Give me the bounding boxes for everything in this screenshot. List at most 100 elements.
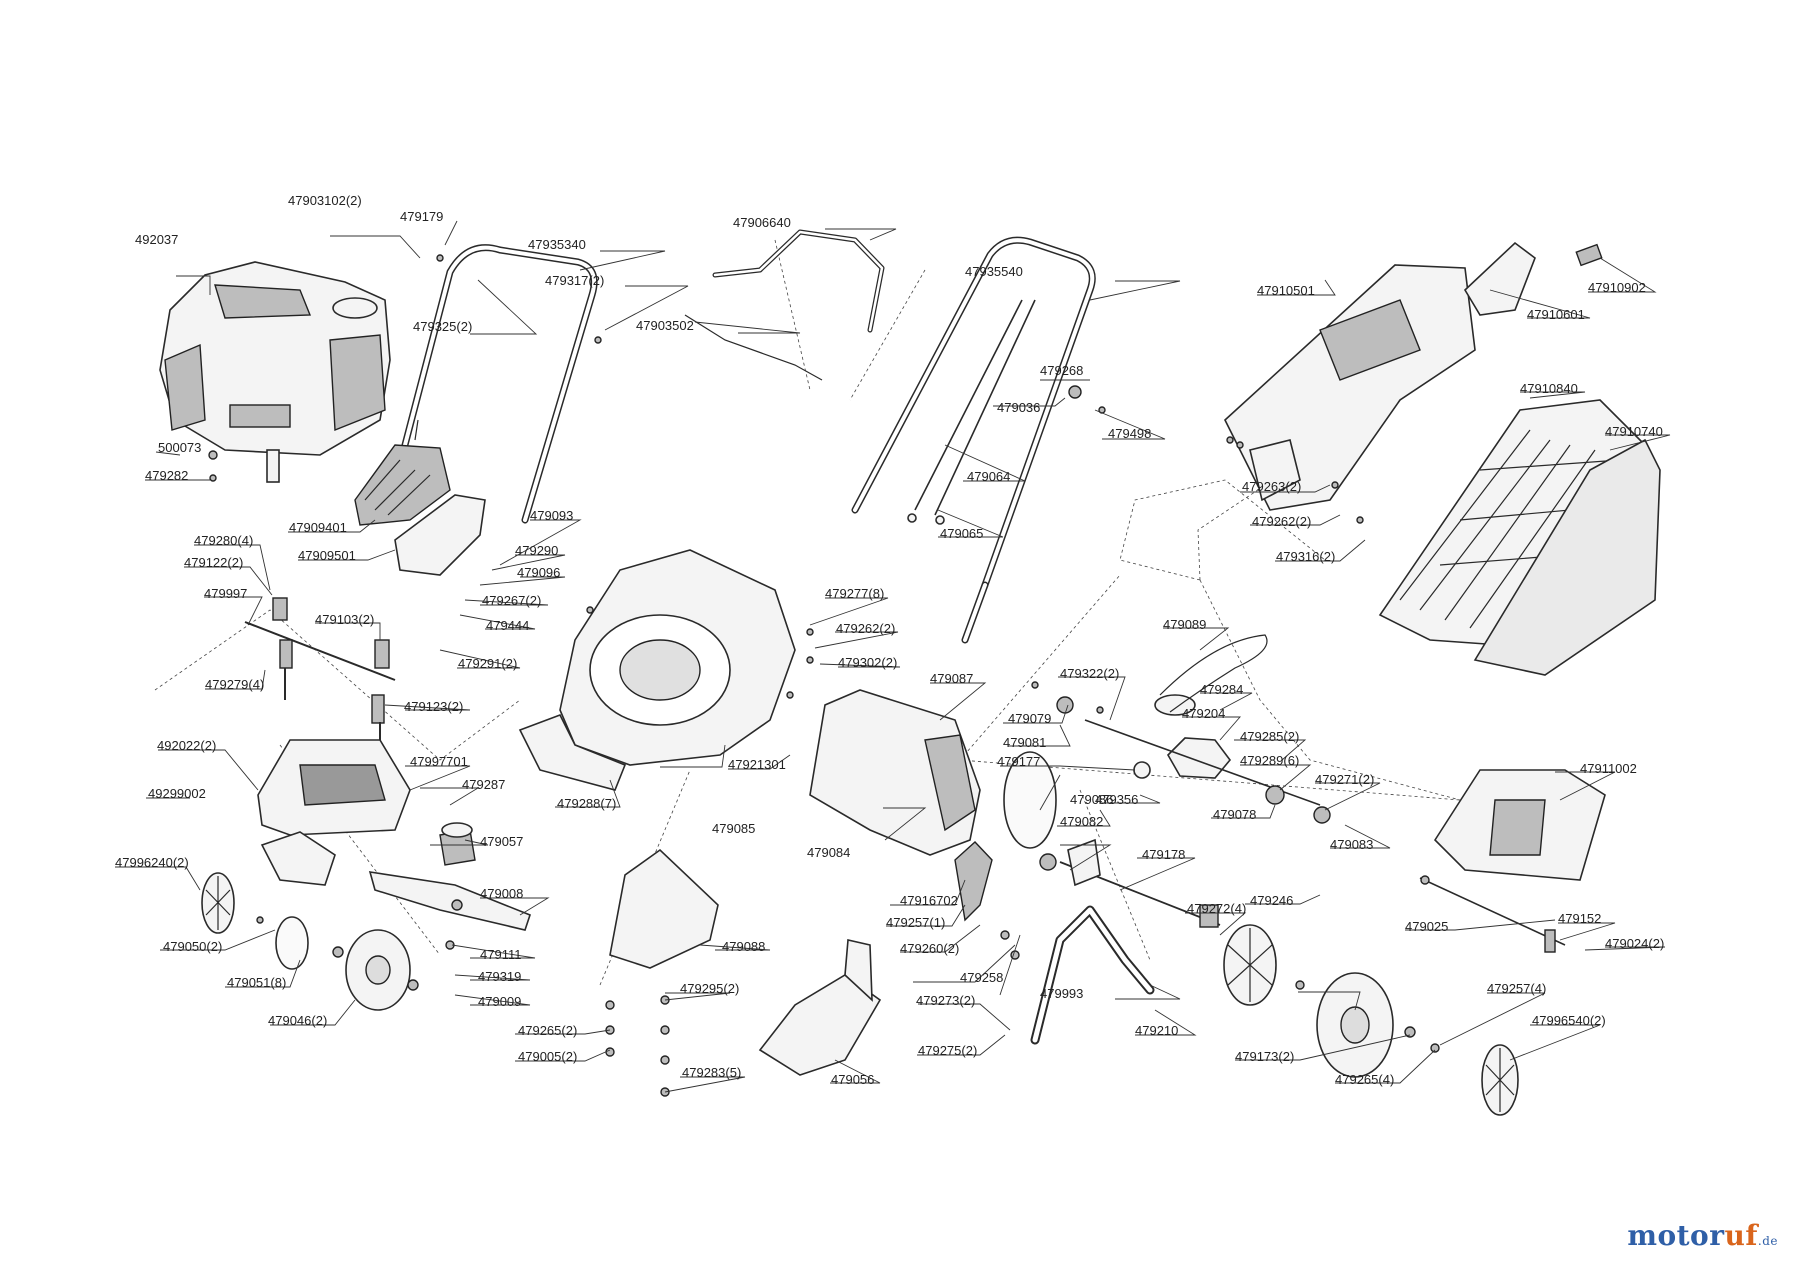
part-label: 479057 — [480, 834, 523, 849]
part-label: 500073 — [158, 440, 201, 455]
front-disc-479050 — [275, 916, 309, 970]
part-label: 479086 — [1070, 792, 1113, 807]
part-label: 479025 — [1405, 919, 1448, 934]
pivot-bracket-479082 — [1039, 838, 1101, 887]
blade-479008 — [368, 871, 531, 931]
part-label: 47921301 — [728, 757, 786, 772]
part-label: 479356 — [1095, 792, 1138, 807]
part-label: 479277(8) — [825, 586, 884, 601]
part-label: 47935340 — [528, 237, 586, 252]
part-label: 479050(2) — [163, 939, 222, 954]
drive-gearbox — [1056, 634, 1331, 824]
height-adjust-levers — [244, 597, 396, 742]
part-label: 479087 — [930, 671, 973, 686]
part-label: 47935540 — [965, 264, 1023, 279]
part-label: 479079 — [1008, 711, 1051, 726]
part-label: 479282 — [145, 468, 188, 483]
part-label: 479258 — [960, 970, 1003, 985]
bail-bar-47906640 — [712, 229, 885, 333]
part-label: 479046(2) — [268, 1013, 327, 1028]
mulch-kit-479056 — [758, 939, 882, 1076]
part-label: 479173(2) — [1235, 1049, 1294, 1064]
chute-479088 — [609, 848, 719, 969]
part-label: 479051(8) — [227, 975, 286, 990]
deflector-47909401 — [354, 444, 451, 526]
engine-492037 — [159, 261, 391, 483]
part-label: 479280(4) — [194, 533, 253, 548]
part-label: 479064 — [967, 469, 1010, 484]
brand-part2: uf — [1724, 1219, 1758, 1252]
catcher-flap-47910601 — [1463, 241, 1536, 316]
part-label: 479179 — [400, 209, 443, 224]
part-label: 479272(4) — [1187, 901, 1246, 916]
part-label: 47909501 — [298, 548, 356, 563]
part-label: 479268 — [1040, 363, 1083, 378]
part-label: 479009 — [478, 994, 521, 1009]
catcher-clip-47910902 — [1575, 243, 1603, 267]
part-label: 47911002 — [1580, 761, 1637, 776]
part-label: 479260(2) — [900, 941, 959, 956]
part-label: 479262(2) — [1252, 514, 1311, 529]
rear-wheel-479173 — [1316, 972, 1394, 1078]
part-label: 479005(2) — [518, 1049, 577, 1064]
part-label: 479444 — [486, 618, 529, 633]
part-label: 47996240(2) — [115, 855, 189, 870]
part-label: 47997701 — [410, 754, 468, 769]
part-label: 47916702 — [900, 893, 958, 908]
mulch-insert-49299002 — [260, 831, 336, 886]
mulch-plug-492022 — [257, 739, 411, 836]
part-label: 479317(2) — [545, 273, 604, 288]
part-label: 479997 — [204, 586, 247, 601]
part-label: 479316(2) — [1276, 549, 1335, 564]
part-label: 492037 — [135, 232, 178, 247]
part-label: 479082 — [1060, 814, 1103, 829]
leader-lines — [115, 220, 1671, 1093]
part-label: 479498 — [1108, 426, 1151, 441]
part-label: 479284 — [1200, 682, 1243, 697]
part-label: 479036 — [997, 400, 1040, 415]
part-label: 479178 — [1142, 847, 1185, 862]
part-label: 479283(5) — [682, 1065, 741, 1080]
part-label: 49299002 — [148, 786, 206, 801]
part-label: 47909401 — [289, 520, 347, 535]
part-label: 479065 — [940, 526, 983, 541]
part-label: 479257(1) — [886, 915, 945, 930]
lever-handle-47916702 — [954, 841, 993, 922]
lower-handle-47935340 — [401, 244, 598, 524]
part-label: 479204 — [1182, 706, 1225, 721]
height-lever-479993 — [1030, 905, 1155, 1045]
part-label: 47910902 — [1588, 280, 1646, 295]
rear-guard-479087 — [809, 689, 981, 856]
part-label: 479093 — [530, 508, 573, 523]
part-label: 479993 — [1040, 986, 1083, 1001]
part-label: 479325(2) — [413, 319, 472, 334]
part-label: 479295(2) — [680, 981, 739, 996]
part-label: 479096 — [517, 565, 560, 580]
part-label: 479123(2) — [404, 699, 463, 714]
blade-adapter-479057 — [439, 822, 476, 866]
part-label: 479265(2) — [518, 1023, 577, 1038]
rear-flap-47909501 — [394, 494, 486, 576]
part-label: 479083 — [1330, 837, 1373, 852]
part-label: 479152 — [1558, 911, 1601, 926]
part-label: 479088 — [722, 939, 765, 954]
part-label: 479271(2) — [1315, 772, 1374, 787]
motoruf-logo: motoruf.de — [1627, 1219, 1778, 1252]
front-wheel-479046 — [345, 929, 411, 1011]
part-label: 479285(2) — [1240, 729, 1299, 744]
upper-handle-47935540 — [851, 236, 1096, 644]
part-label: 479262(2) — [836, 621, 895, 636]
disc-479177 — [1003, 751, 1057, 849]
rear-cover-47911002 — [1433, 769, 1606, 881]
part-label: 47903502 — [636, 318, 694, 333]
part-label: 479263(2) — [1242, 479, 1301, 494]
part-label: 479291(2) — [458, 656, 517, 671]
front-hubcap-47996240 — [201, 872, 235, 934]
part-label: 479089 — [1163, 617, 1206, 632]
part-label: 479275(2) — [918, 1043, 977, 1058]
grass-catcher-top-47910501 — [1224, 264, 1476, 511]
part-label: 479302(2) — [838, 655, 897, 670]
grass-bag-frame-47910740 — [1473, 438, 1661, 676]
part-label: 479008 — [480, 886, 523, 901]
